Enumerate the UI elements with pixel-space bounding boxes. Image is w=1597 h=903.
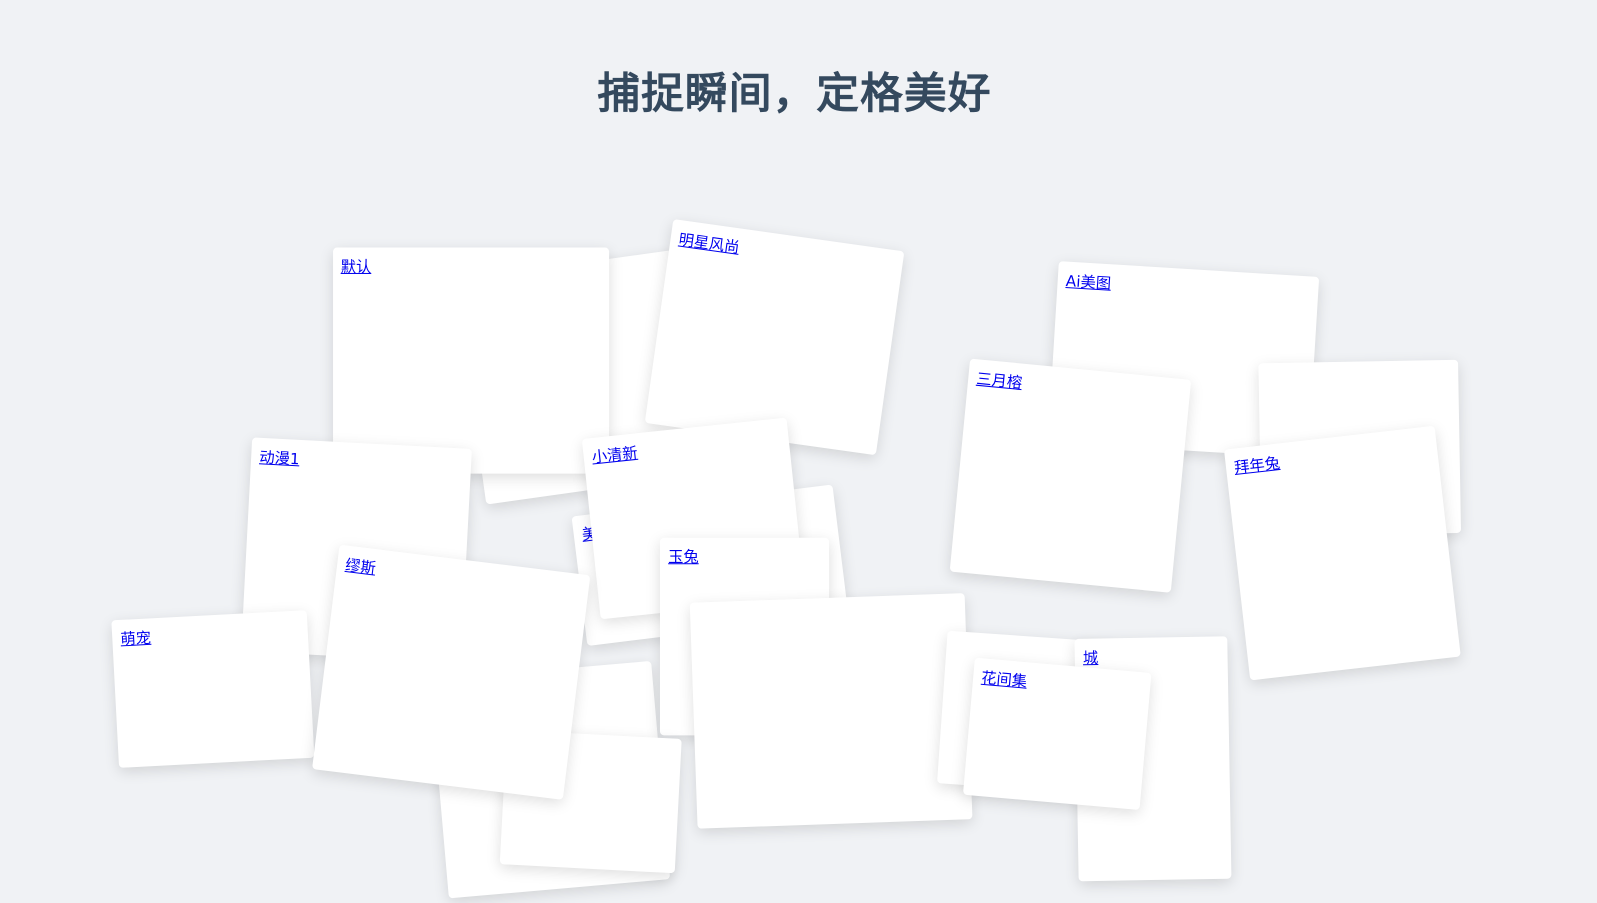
card-link[interactable]: 小清新 — [590, 443, 639, 467]
card-link[interactable]: 默认 — [340, 257, 372, 277]
card-link[interactable]: 缪斯 — [344, 555, 377, 578]
card-link[interactable]: Ai美图 — [1065, 271, 1112, 293]
photo-card[interactable]: 默认 — [332, 247, 609, 474]
page-title: 捕捉瞬间，定格美好 — [597, 68, 992, 119]
photo-card[interactable] — [689, 593, 973, 829]
card-link[interactable]: 城 — [1082, 648, 1099, 668]
card-link[interactable]: 玉兔 — [668, 547, 699, 567]
card-link[interactable]: 明星风尚 — [676, 230, 741, 257]
photo-card[interactable]: 萌宠 — [111, 609, 315, 768]
card-link[interactable]: 萌宠 — [120, 628, 152, 648]
card-link[interactable]: 拜年兔 — [1233, 453, 1281, 478]
card-link[interactable]: 动漫1 — [258, 448, 301, 469]
photo-card[interactable]: 缪斯 — [312, 544, 591, 800]
photo-card[interactable]: 三月榕 — [949, 358, 1192, 593]
card-link[interactable]: 花间集 — [980, 667, 1028, 691]
card-link[interactable]: 三月榕 — [975, 369, 1023, 393]
photo-card[interactable]: 花间集 — [962, 657, 1152, 810]
photo-card[interactable]: 拜年兔 — [1223, 425, 1461, 681]
